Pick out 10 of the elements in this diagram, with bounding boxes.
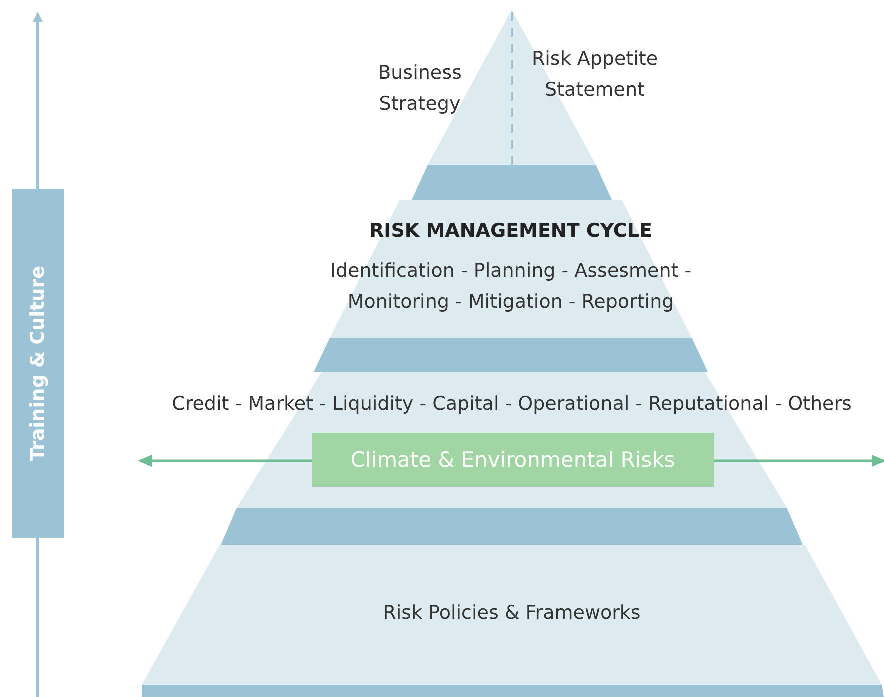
side-bar: Training & Culture — [12, 189, 64, 538]
tier-label: Identification - Planning - Assesment - Monitoring - Mitigation - Reporting — [329, 259, 693, 315]
tier-heading: RISK MANAGEMENT CYCLE — [368, 219, 654, 244]
highlight-box: Climate & Environmental Risks — [312, 433, 714, 487]
tier-label: Risk Appetite Statement — [530, 47, 660, 103]
arrow — [138, 455, 312, 467]
tier-label: Risk Policies & Frameworks — [382, 601, 642, 626]
tier-label: Credit - Market - Liquidity - Capital - Operational - Reputational - Others — [171, 392, 853, 417]
tier-label: Business Strategy — [377, 61, 463, 117]
arrow — [714, 455, 884, 467]
